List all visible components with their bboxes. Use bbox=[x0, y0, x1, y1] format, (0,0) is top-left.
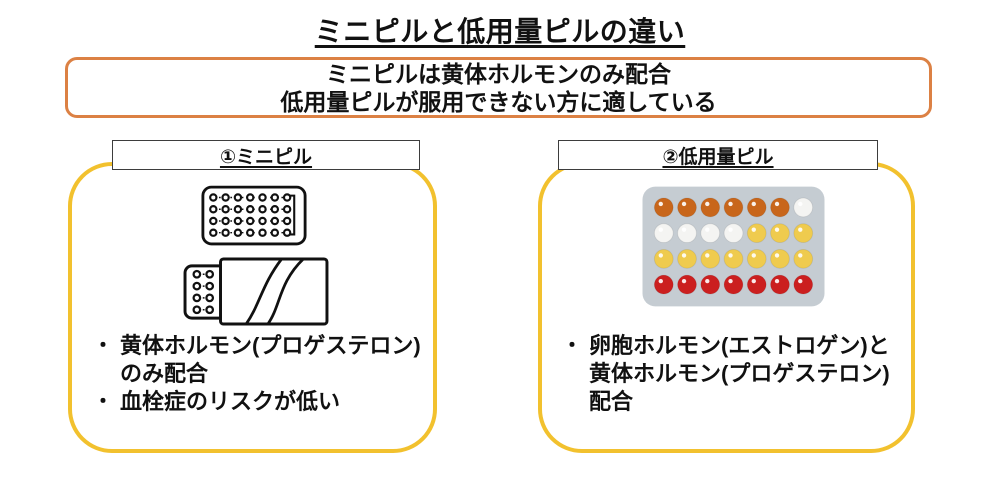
bullet-marker: ・ bbox=[562, 335, 582, 357]
page-title: ミニピルと低用量ピルの違い bbox=[314, 16, 686, 47]
colored-pill-pack-illustration bbox=[642, 186, 825, 312]
bullet-line: のみ配合 bbox=[120, 361, 209, 386]
list-item: ・ 黄体ホルモン(プロゲステロン) のみ配合 bbox=[86, 332, 431, 388]
blister-sheet-illustration bbox=[201, 185, 307, 251]
summary-line-2: 低用量ピルが服用できない方に適している bbox=[280, 88, 717, 115]
panel-low-dose-pill-title: ②低用量ピル bbox=[662, 146, 774, 168]
panel-minipill-header: ①ミニピル bbox=[112, 140, 420, 170]
panel-minipill-title: ①ミニピル bbox=[219, 146, 313, 168]
list-item: ・ 血栓症のリスクが低い bbox=[86, 388, 431, 416]
list-item: ・ 卵胞ホルモン(エストロゲン)と 黄体ホルモン(プロゲステロン) 配合 bbox=[555, 332, 915, 416]
bullet-marker: ・ bbox=[93, 391, 113, 413]
low-dose-bullet-list: ・ 卵胞ホルモン(エストロゲン)と 黄体ホルモン(プロゲステロン) 配合 bbox=[555, 332, 915, 416]
pill-sheet-in-box-illustration bbox=[183, 257, 329, 331]
bullet-line: 卵胞ホルモン(エストロゲン)と bbox=[589, 333, 890, 358]
bullet-line: 黄体ホルモン(プロゲステロン) bbox=[120, 333, 421, 358]
summary-box: ミニピルは黄体ホルモンのみ配合 低用量ピルが服用できない方に適している bbox=[65, 57, 932, 118]
bullet-line: 血栓症のリスクが低い bbox=[120, 389, 341, 414]
minipill-bullet-list: ・ 黄体ホルモン(プロゲステロン) のみ配合 ・ 血栓症のリスクが低い bbox=[86, 332, 431, 416]
summary-line-1: ミニピルは黄体ホルモンのみ配合 bbox=[326, 60, 671, 87]
bullet-line: 黄体ホルモン(プロゲステロン) bbox=[589, 361, 890, 386]
bullet-marker: ・ bbox=[93, 335, 113, 357]
panel-low-dose-pill-header: ②低用量ピル bbox=[558, 140, 878, 170]
bullet-line: 配合 bbox=[589, 389, 634, 414]
